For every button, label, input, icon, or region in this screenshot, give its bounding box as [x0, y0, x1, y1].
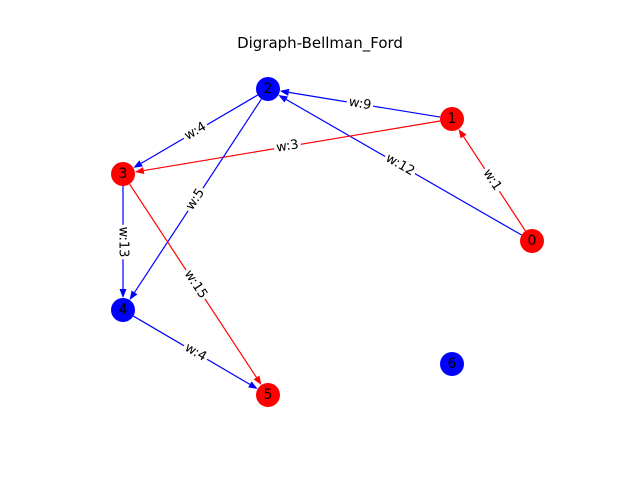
node-label: 6 — [448, 356, 457, 372]
edge-label-2-4: w:5 — [181, 183, 210, 216]
edge-arrowhead — [278, 94, 288, 103]
edge-weight-text: w:3 — [275, 137, 300, 156]
edge-labels-layer: w:1 w:12 w:9 w:3 w:4 w:5 w:13 w:15 w:4 — [115, 93, 507, 367]
edge-label-background — [179, 117, 212, 146]
edge-arrowhead — [119, 289, 127, 298]
node-circle — [440, 107, 464, 131]
node-label: 5 — [264, 387, 273, 403]
edge-arrowhead — [253, 375, 262, 385]
edge-label-background — [179, 265, 212, 304]
node-label: 4 — [119, 302, 128, 318]
node-label: 1 — [448, 111, 457, 127]
edge-arrowhead — [279, 88, 290, 96]
edge-label-background — [477, 164, 507, 196]
edge-arrowhead — [248, 381, 258, 389]
edge-label-background — [381, 149, 419, 181]
edge-label-background — [179, 338, 212, 367]
node-label: 2 — [264, 81, 273, 97]
node-circle — [520, 229, 544, 253]
node-1: 1 — [440, 107, 464, 131]
edge-label-1-2: w:9 — [345, 93, 375, 115]
node-circle — [111, 162, 135, 186]
node-3: 3 — [111, 162, 135, 186]
node-2: 2 — [256, 77, 280, 101]
node-label: 0 — [528, 233, 537, 249]
edge-arrowhead — [458, 129, 467, 139]
node-5: 5 — [256, 383, 280, 407]
edge-label-2-3: w:4 — [179, 117, 212, 146]
edge-label-3-4: w:13 — [115, 224, 131, 260]
node-circle — [256, 77, 280, 101]
edge-label-1-3: w:3 — [272, 136, 303, 157]
edge-label-background — [115, 224, 131, 260]
node-circle — [256, 383, 280, 407]
edge-weight-text: w:13 — [116, 227, 131, 258]
edge-label-0-2: w:12 — [381, 149, 419, 181]
node-circle — [440, 352, 464, 376]
node-4: 4 — [111, 298, 135, 322]
node-circle — [111, 298, 135, 322]
edge-label-background — [345, 93, 375, 115]
edge-label-4-5: w:4 — [179, 338, 212, 367]
node-6: 6 — [440, 352, 464, 376]
nodes-layer: 0 1 2 3 4 5 6 — [111, 77, 544, 407]
edge-arrowhead — [129, 290, 138, 300]
edges-layer — [119, 88, 526, 389]
edge-weight-text: w:9 — [348, 95, 373, 113]
edge-label-background — [272, 136, 303, 157]
edge-weight-text: w:12 — [383, 151, 417, 179]
edge-label-3-5: w:15 — [179, 265, 212, 304]
edge-label-background — [181, 183, 210, 216]
edge-arrowhead — [133, 160, 143, 168]
edge-arrowhead — [134, 167, 145, 174]
edge-label-0-1: w:1 — [477, 164, 507, 196]
node-label: 3 — [119, 166, 128, 182]
graph-title: Digraph-Bellman_Ford — [237, 34, 403, 52]
node-0: 0 — [520, 229, 544, 253]
